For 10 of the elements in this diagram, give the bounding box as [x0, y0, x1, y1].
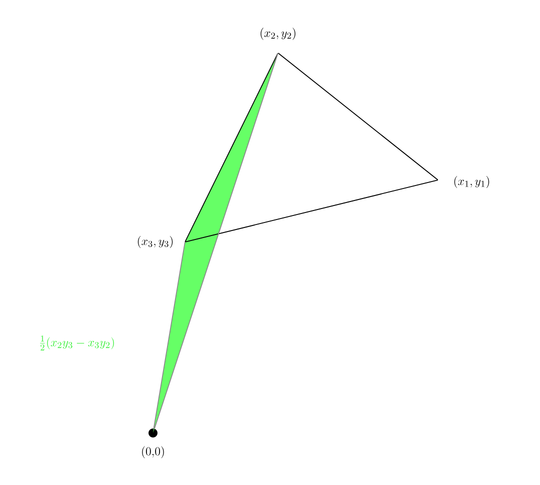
- coordinate-label: $(0{,}0)$: [142, 446, 164, 458]
- area-formula: $\frac{1}{2}(x_2y_3 - x_3y_2)$: [40, 335, 114, 350]
- line-segment: [153, 242, 186, 429]
- line-segment: [184, 52, 278, 242]
- origin-dot: [148, 428, 158, 438]
- coordinate-label: $(x_1, y_1)$: [454, 176, 490, 188]
- coordinate-label: $(x_3, y_3)$: [138, 236, 173, 248]
- coordinate-label: $(x_2, y_2)$: [260, 28, 296, 40]
- line-segment: [278, 52, 438, 180]
- line-segment: [184, 180, 438, 242]
